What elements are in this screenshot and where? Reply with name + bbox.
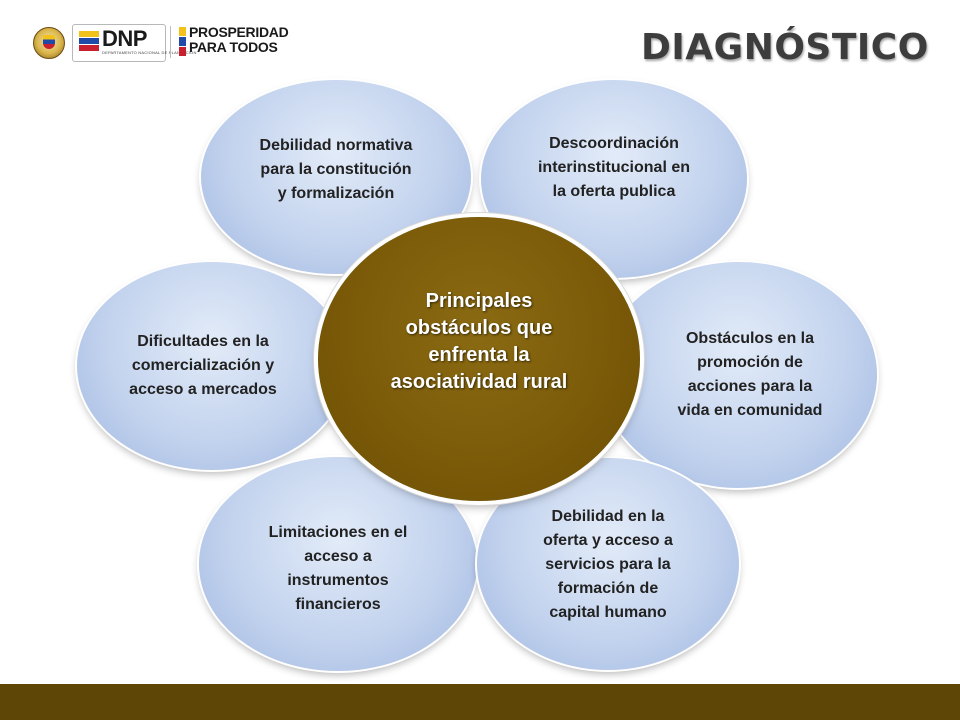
petal-top-right-label: Descoordinación interinstitucional en la… <box>537 135 690 200</box>
prosperidad-flag-icon <box>179 27 186 56</box>
dnp-logo-text: DNP <box>102 26 147 51</box>
petal-bottom-left-label: Limitaciones en el acceso a instrumentos… <box>268 524 408 613</box>
dnp-logo-subtitle: DEPARTAMENTO NACIONAL DE PLANEACIÓN <box>102 50 197 55</box>
colombia-coat-of-arms-icon <box>33 27 65 59</box>
diagram-center-label: Principales obstáculos que enfrenta la a… <box>390 290 568 393</box>
petal-right-label: Obstáculos en la promoción de acciones p… <box>677 330 823 419</box>
petal-bottom-right-label: Debilidad en la oferta y acceso a servic… <box>543 508 673 621</box>
diagram-center: Principales obstáculos que enfrenta la a… <box>318 217 640 501</box>
petal-right: Obstáculos en la promoción de acciones p… <box>601 262 877 488</box>
colombia-flag-icon <box>79 31 99 51</box>
logo-divider <box>170 26 171 58</box>
footer-bar <box>0 684 960 720</box>
petal-left: Dificultades en la comercialización y ac… <box>77 262 347 470</box>
page-title: DIAGNÓSTICO <box>641 27 929 68</box>
prosperidad-logo-line2: PARA TODOS <box>189 39 278 55</box>
petal-top-left-label: Debilidad normativa para la constitución… <box>259 137 413 202</box>
petal-left-label: Dificultades en la comercialización y ac… <box>129 333 277 398</box>
prosperidad-logo-line1: PROSPERIDAD <box>189 24 289 40</box>
dnp-logo: DNP DEPARTAMENTO NACIONAL DE PLANEACIÓN <box>72 24 196 62</box>
prosperidad-logo: PROSPERIDAD PARA TODOS <box>189 24 289 55</box>
